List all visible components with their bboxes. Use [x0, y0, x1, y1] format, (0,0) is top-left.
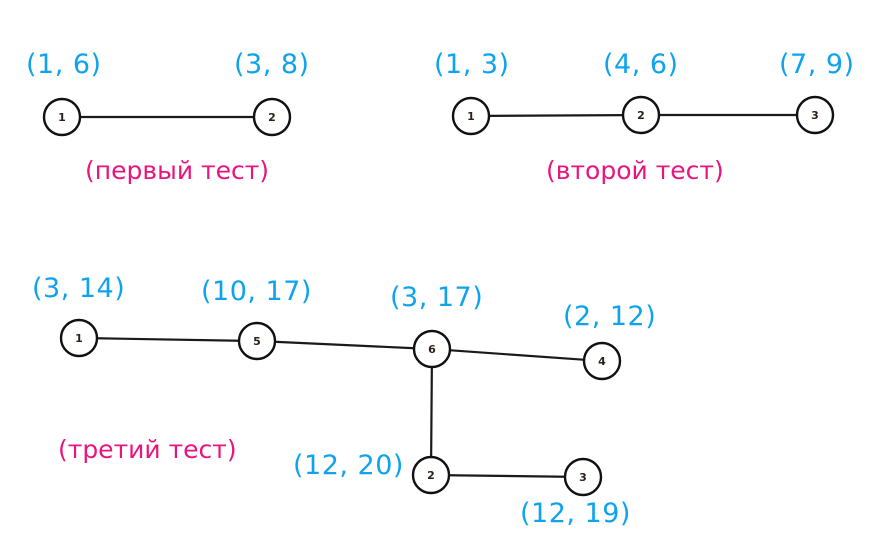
graph-edge — [447, 349, 587, 361]
graph-edge — [94, 337, 242, 342]
graph-node-2[interactable] — [252, 97, 292, 137]
graph-node-label: 5 — [253, 335, 261, 348]
graph-node-3[interactable] — [563, 457, 603, 497]
graph-edge — [446, 474, 568, 478]
graph-node-label: 4 — [598, 355, 606, 368]
graph-node-1[interactable] — [42, 97, 82, 137]
graph-node-label: 1 — [467, 110, 475, 123]
graph-edge — [272, 340, 417, 350]
graph-test-2: 1 2 3 — [451, 95, 835, 136]
graph-node-5[interactable] — [237, 321, 277, 361]
graph-node-1[interactable] — [59, 318, 99, 358]
graph-node-label: 2 — [268, 111, 276, 124]
test-caption-test-2: (второй тест) — [546, 156, 724, 185]
graph-node-label: 2 — [427, 469, 435, 482]
graph-node-label: 3 — [579, 471, 587, 484]
graph-edge — [430, 364, 433, 460]
node-range-label-4: (2, 12) — [563, 301, 657, 332]
node-range-label-6: (3, 17) — [390, 282, 484, 313]
graph-node-6[interactable] — [412, 329, 452, 369]
node-range-label-5: (10, 17) — [201, 276, 312, 307]
node-range-label-3: (12, 19) — [520, 498, 631, 529]
graph-node-label: 3 — [811, 109, 819, 122]
node-range-label-1: (1, 3) — [434, 49, 510, 80]
graph-test-3: 1 5 6 4 2 3 — [59, 318, 622, 497]
node-range-label-1: (3, 14) — [32, 273, 126, 304]
test-caption-test-3: (третий тест) — [58, 435, 237, 464]
graph-node-label: 1 — [75, 332, 83, 345]
node-range-label-3: (7, 9) — [779, 49, 855, 80]
node-range-label-2: (12, 20) — [293, 450, 404, 481]
graph-node-1[interactable] — [451, 96, 491, 136]
graph-node-2[interactable] — [621, 95, 661, 135]
graph-node-label: 1 — [58, 111, 66, 124]
graph-node-label: 6 — [428, 343, 436, 356]
node-range-label-1: (1, 6) — [26, 49, 102, 80]
graph-node-4[interactable] — [582, 341, 622, 381]
graph-node-2[interactable] — [411, 455, 451, 495]
test-caption-test-1: (первый тест) — [85, 156, 270, 185]
node-range-label-2: (3, 8) — [234, 49, 310, 80]
node-range-label-2: (4, 6) — [603, 49, 679, 80]
graph-node-label: 2 — [637, 109, 645, 122]
graph-node-3[interactable] — [795, 95, 835, 135]
graph-edge — [486, 113, 626, 118]
